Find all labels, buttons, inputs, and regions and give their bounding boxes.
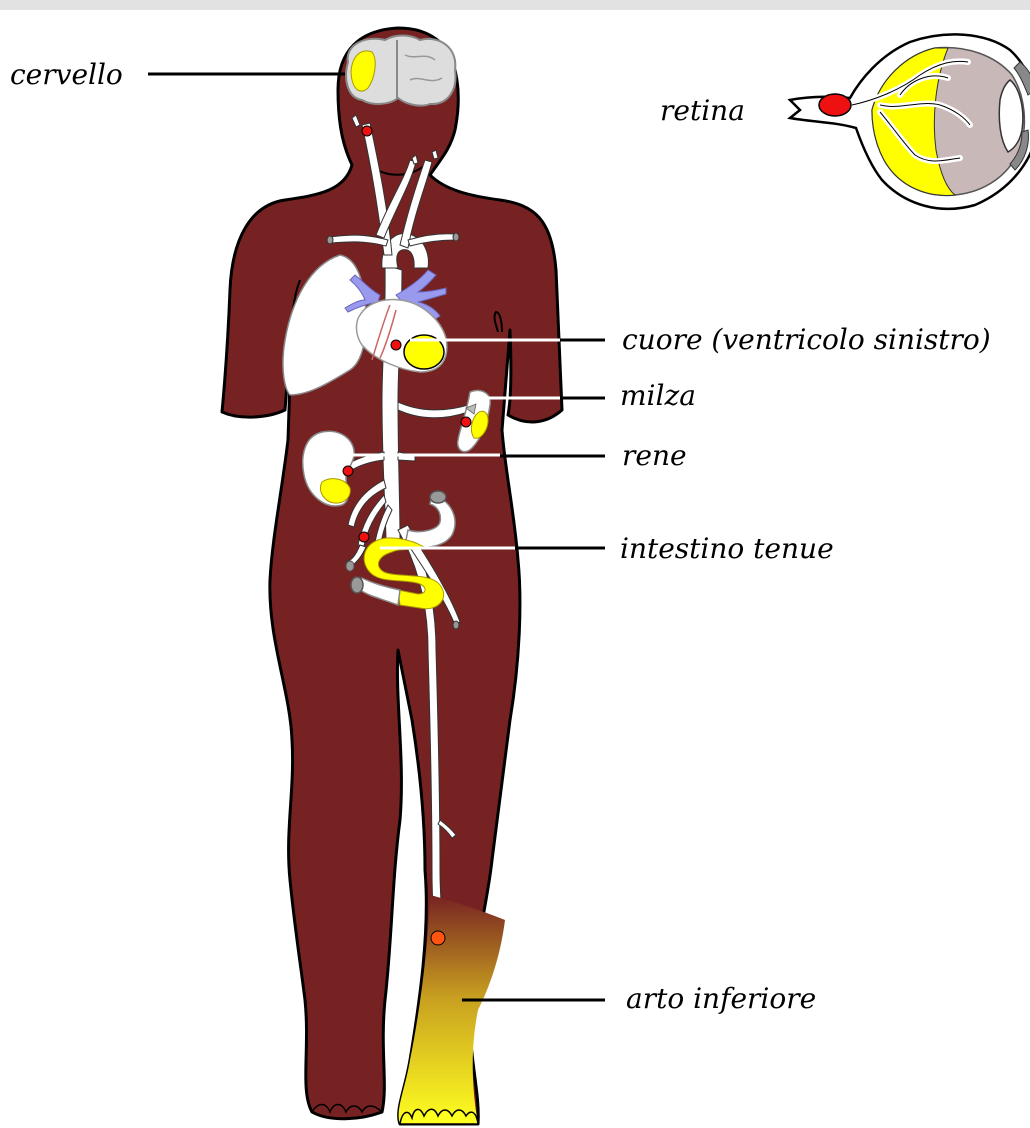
embolus-kidney xyxy=(343,466,353,476)
label-cuore: cuore (ventricolo sinistro) xyxy=(622,323,991,356)
embolus-heart xyxy=(391,340,401,350)
label-milza: milza xyxy=(620,379,696,412)
label-arto: arto inferiore xyxy=(626,982,816,1015)
label-rene: rene xyxy=(622,439,687,472)
eye-retina xyxy=(790,34,1030,208)
embolus-intestine xyxy=(359,532,369,542)
label-intestino: intestino tenue xyxy=(620,532,834,565)
embolus-brain xyxy=(362,126,372,136)
embolus-retina xyxy=(819,94,851,116)
embolus-spleen xyxy=(461,417,471,427)
brain xyxy=(346,36,455,106)
leg-infarct xyxy=(399,895,505,1124)
embolus-leg xyxy=(431,931,445,945)
label-retina: retina xyxy=(660,94,745,127)
label-cervello: cervello xyxy=(10,58,123,91)
